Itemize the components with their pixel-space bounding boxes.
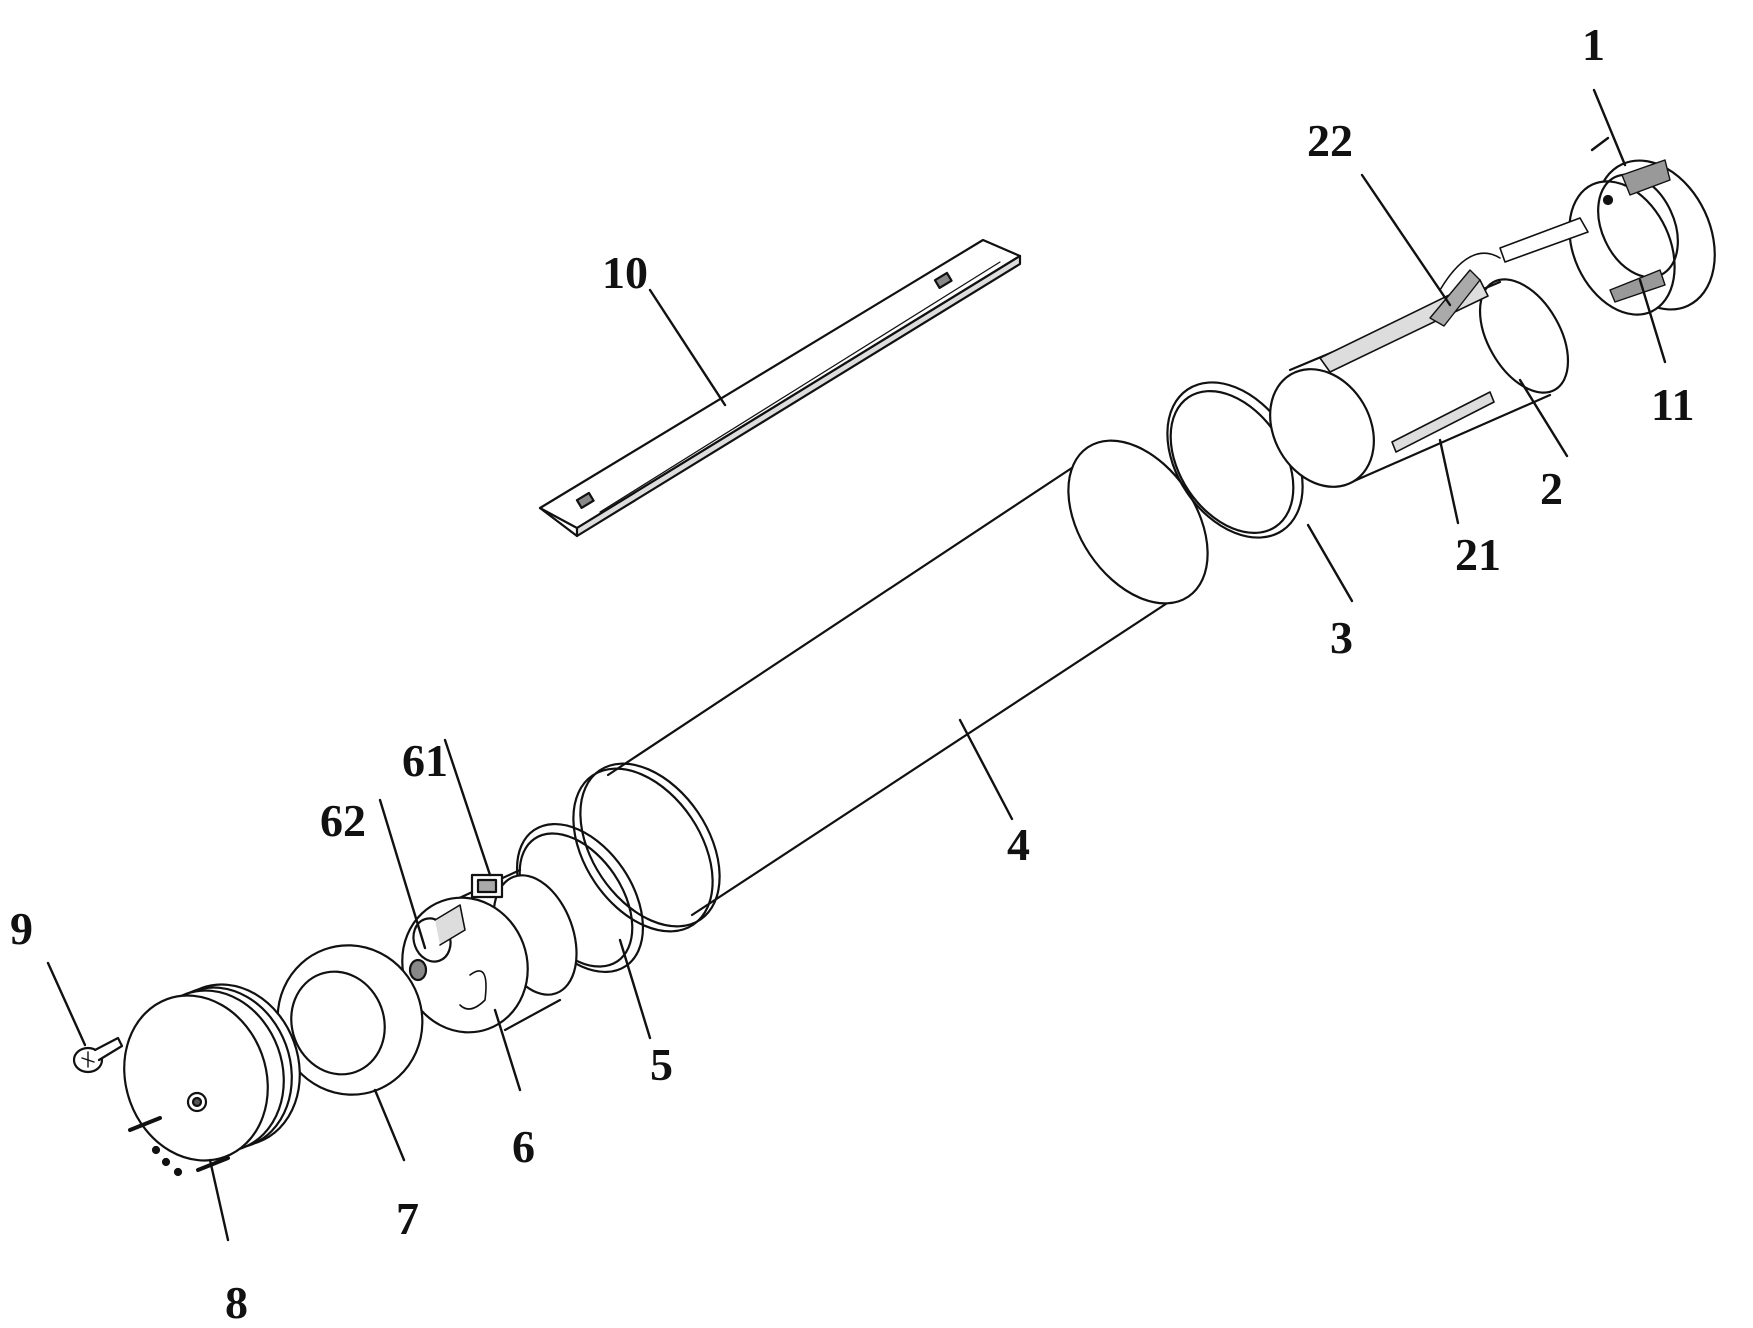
label-11: 11 bbox=[1651, 382, 1694, 428]
label-2: 2 bbox=[1540, 466, 1563, 512]
label-7: 7 bbox=[396, 1196, 419, 1242]
label-21: 21 bbox=[1455, 532, 1501, 578]
label-6: 6 bbox=[512, 1124, 535, 1170]
label-3: 3 bbox=[1330, 615, 1353, 661]
label-10: 10 bbox=[602, 250, 648, 296]
part-1-end-cap bbox=[1500, 141, 1738, 332]
part-9-screw bbox=[74, 1038, 122, 1072]
label-22: 22 bbox=[1307, 118, 1353, 164]
part-4-tube bbox=[545, 415, 1237, 957]
label-9: 9 bbox=[10, 906, 33, 952]
label-62: 62 bbox=[320, 798, 366, 844]
label-1: 1 bbox=[1582, 22, 1605, 68]
label-5: 5 bbox=[650, 1042, 673, 1088]
label-4: 4 bbox=[1007, 822, 1030, 868]
label-8: 8 bbox=[225, 1280, 248, 1326]
part-2-sleeve bbox=[1249, 253, 1586, 505]
label-61: 61 bbox=[402, 738, 448, 784]
